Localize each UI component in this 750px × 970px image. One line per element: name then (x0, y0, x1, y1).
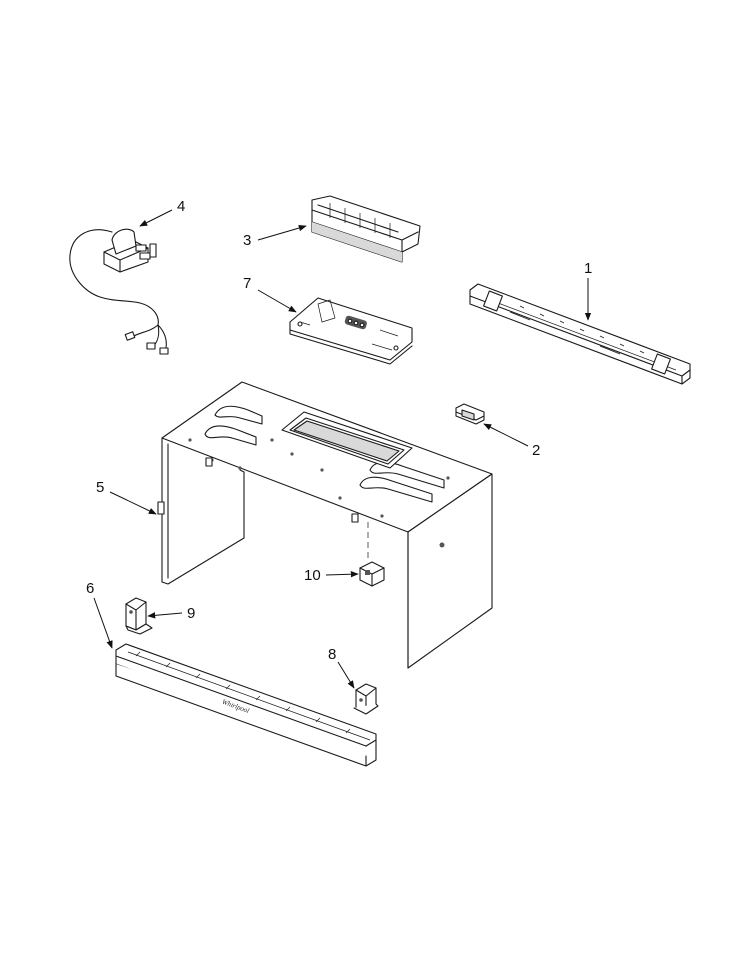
callout-5: 5 (96, 479, 104, 496)
part-6-front-trim[interactable]: Whirlpool (115, 643, 377, 767)
part-2-clip[interactable] (455, 403, 485, 425)
callout-10: 10 (304, 567, 321, 584)
callout-4: 4 (177, 198, 185, 215)
part-3-vent-piece[interactable] (311, 195, 421, 263)
callout-3: 3 (243, 232, 251, 249)
callout-1: 1 (584, 260, 592, 277)
callout-9: 9 (187, 605, 195, 622)
callout-8: 8 (328, 646, 336, 663)
part-5-cabinet[interactable] (157, 381, 493, 669)
callout-6: 6 (86, 580, 94, 597)
part-4-power-cord[interactable] (69, 228, 169, 355)
part-10-connector[interactable] (359, 522, 385, 587)
callout-2: 2 (532, 442, 540, 459)
part-7-bracket-plate[interactable] (289, 297, 413, 365)
part-1-mounting-rail[interactable] (469, 283, 691, 385)
part-9-bracket[interactable] (125, 597, 153, 635)
leader-lines (93, 209, 592, 689)
callout-labels: 1 2 3 4 5 6 7 8 9 10 (86, 198, 592, 663)
part-8-bracket[interactable] (353, 683, 379, 715)
callout-7: 7 (243, 275, 251, 292)
